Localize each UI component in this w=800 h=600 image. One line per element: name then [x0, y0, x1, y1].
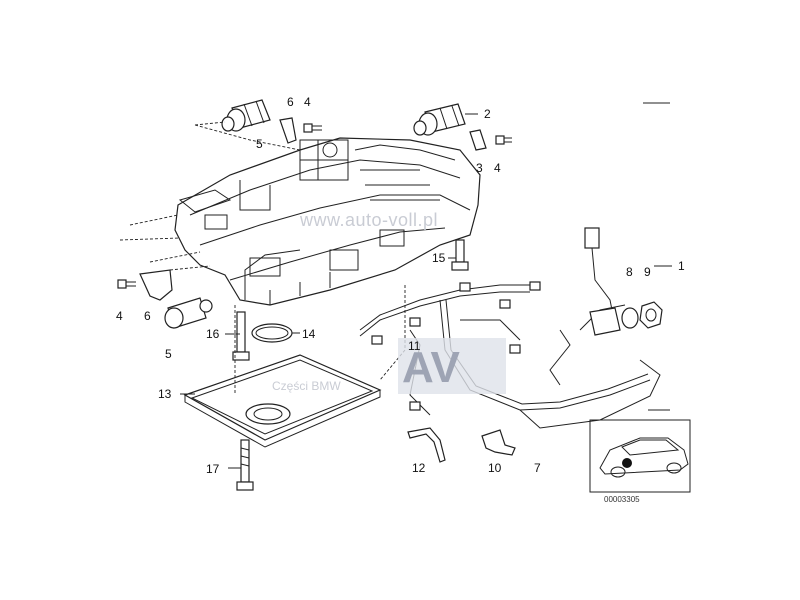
label-10: 10 [488, 461, 502, 475]
drawing-code: 00003305 [604, 495, 640, 504]
label-3: 3 [476, 161, 483, 175]
solenoid-valve-lower [164, 297, 213, 329]
retaining-bracket-lower [139, 269, 173, 301]
valve-body [174, 137, 481, 306]
screw-upper-left [303, 123, 322, 133]
solenoid-valve-upper-left [221, 99, 271, 132]
label-8: 8 [626, 265, 633, 279]
vehicle-thumbnail [589, 419, 691, 493]
label-12: 12 [412, 461, 426, 475]
solenoid-valve-upper-right [413, 103, 466, 136]
watermark-caption: Części BMW [272, 379, 341, 393]
label-4-right: 4 [494, 161, 501, 175]
bolt-17 [236, 439, 254, 491]
label-1: 1 [678, 259, 685, 273]
leader-lines [180, 102, 672, 469]
screw-lower-left [117, 279, 136, 289]
hex-nut-9 [639, 301, 663, 329]
label-16: 16 [206, 327, 220, 341]
label-4-lower: 4 [116, 309, 123, 323]
watermark-site: www.auto-voll.pl [299, 210, 438, 230]
clip-12 [407, 427, 446, 463]
label-5-upper: 5 [256, 137, 263, 151]
retaining-bracket-upper-right [469, 129, 487, 151]
bolt-15 [451, 239, 469, 271]
label-2: 2 [484, 107, 491, 121]
label-14: 14 [302, 327, 316, 341]
label-5-lower: 5 [165, 347, 172, 361]
label-13: 13 [158, 387, 172, 401]
connector-plug [584, 227, 639, 336]
label-15: 15 [432, 251, 446, 265]
retaining-bracket-upper-left [279, 117, 297, 144]
label-7: 7 [534, 461, 541, 475]
label-9: 9 [644, 265, 651, 279]
label-17: 17 [206, 462, 220, 476]
bracket-10 [481, 429, 516, 456]
location-marker-icon [622, 458, 632, 468]
oil-filter-pan [183, 354, 382, 448]
label-11: 11 [408, 339, 421, 353]
leader-solenoid-left [194, 121, 301, 151]
watermark-logo: AV [398, 338, 506, 394]
assembly-guides [119, 214, 211, 271]
screw-upper-right [495, 135, 512, 145]
bolt-16 [232, 311, 250, 361]
label-6-lower: 6 [144, 309, 151, 323]
label-4-upper: 4 [304, 95, 311, 109]
wiring-harness [359, 281, 661, 429]
label-6-upper: 6 [287, 95, 294, 109]
watermark-logo-text: AV [402, 343, 461, 392]
